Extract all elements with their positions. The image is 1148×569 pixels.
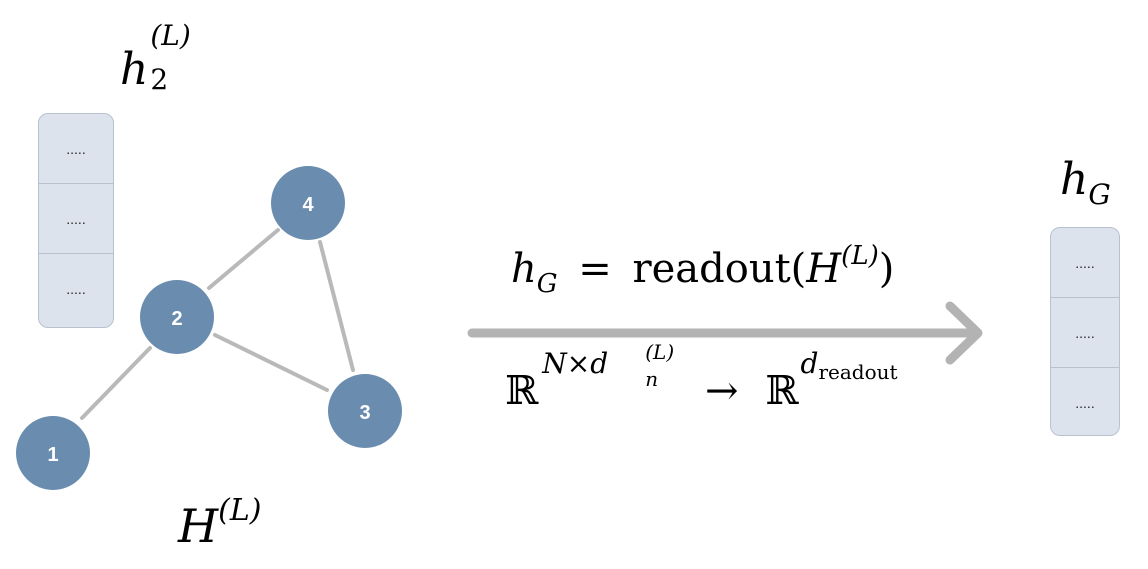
formula-equals: = bbox=[578, 246, 612, 292]
graph-feature-sup: (L) bbox=[218, 493, 262, 528]
readout-arrow bbox=[467, 301, 983, 365]
formula-func: readout( bbox=[632, 246, 807, 292]
node-label: 4 bbox=[302, 194, 314, 216]
node-circle bbox=[140, 280, 214, 354]
readout-formula: hG = readout(H(L)) bbox=[511, 243, 894, 297]
edge-1-2 bbox=[80, 346, 152, 420]
formula-lhs-base: h bbox=[511, 246, 537, 292]
node-circle bbox=[271, 166, 345, 240]
node-3: 3 bbox=[328, 374, 402, 448]
graph-embedding-base: h bbox=[1060, 154, 1089, 205]
codomain-exponent: d bbox=[800, 347, 819, 380]
node-label: 3 bbox=[359, 402, 370, 424]
graph-feature-label: H(L) bbox=[178, 493, 262, 550]
domain-exponent-sub: n bbox=[645, 367, 659, 391]
node-embedding-label: h (L) 2 bbox=[120, 22, 191, 94]
edge-2-3 bbox=[213, 333, 329, 392]
node-label: 1 bbox=[47, 444, 58, 466]
graph-embedding-sub: G bbox=[1088, 178, 1111, 211]
vector-cell: ..... bbox=[1051, 228, 1119, 298]
arrow-head-icon bbox=[945, 301, 983, 365]
node-circle bbox=[16, 416, 90, 490]
node-embedding-sup: (L) bbox=[150, 19, 191, 52]
domain-real-symbol: ℝ bbox=[505, 368, 539, 414]
node-label: 2 bbox=[171, 308, 182, 330]
domain-exponent: N×d bbox=[542, 347, 609, 380]
graph-feature-base: H bbox=[178, 499, 219, 553]
node-1: 1 bbox=[16, 416, 90, 490]
vector-cell: ..... bbox=[39, 114, 113, 184]
edge-4-3 bbox=[318, 240, 355, 372]
formula-arg-sup: (L) bbox=[841, 241, 879, 271]
node-circle bbox=[328, 374, 402, 448]
codomain-real-symbol: ℝ bbox=[765, 368, 799, 414]
node-embedding-sub: 2 bbox=[150, 63, 169, 96]
graph-embedding-label: hG bbox=[1060, 158, 1111, 209]
vector-cell: ..... bbox=[39, 184, 113, 254]
node-embedding-base: h bbox=[120, 44, 149, 95]
node-embedding-vector: ..... ..... ..... bbox=[38, 113, 114, 328]
edge-2-4 bbox=[207, 228, 280, 290]
node-4: 4 bbox=[271, 166, 345, 240]
formula-lhs-sub: G bbox=[536, 269, 558, 299]
formula-arg-base: H bbox=[806, 246, 842, 292]
vector-cell: ..... bbox=[1075, 394, 1095, 411]
graph-embedding-vector: ..... ..... ..... bbox=[1050, 227, 1120, 436]
formula-close: ) bbox=[878, 246, 895, 292]
vector-cell: ..... bbox=[1051, 298, 1119, 368]
mapping-arrow-icon: → bbox=[704, 368, 739, 414]
codomain-exponent-sub: readout bbox=[818, 360, 898, 384]
graph-edges bbox=[80, 228, 355, 420]
node-2: 2 bbox=[140, 280, 214, 354]
domain-exponent-sup: (L) bbox=[645, 340, 675, 364]
dimension-mapping: ℝ N×d n (L) → ℝ d readout bbox=[505, 342, 918, 414]
vector-cell: ..... bbox=[66, 280, 86, 297]
